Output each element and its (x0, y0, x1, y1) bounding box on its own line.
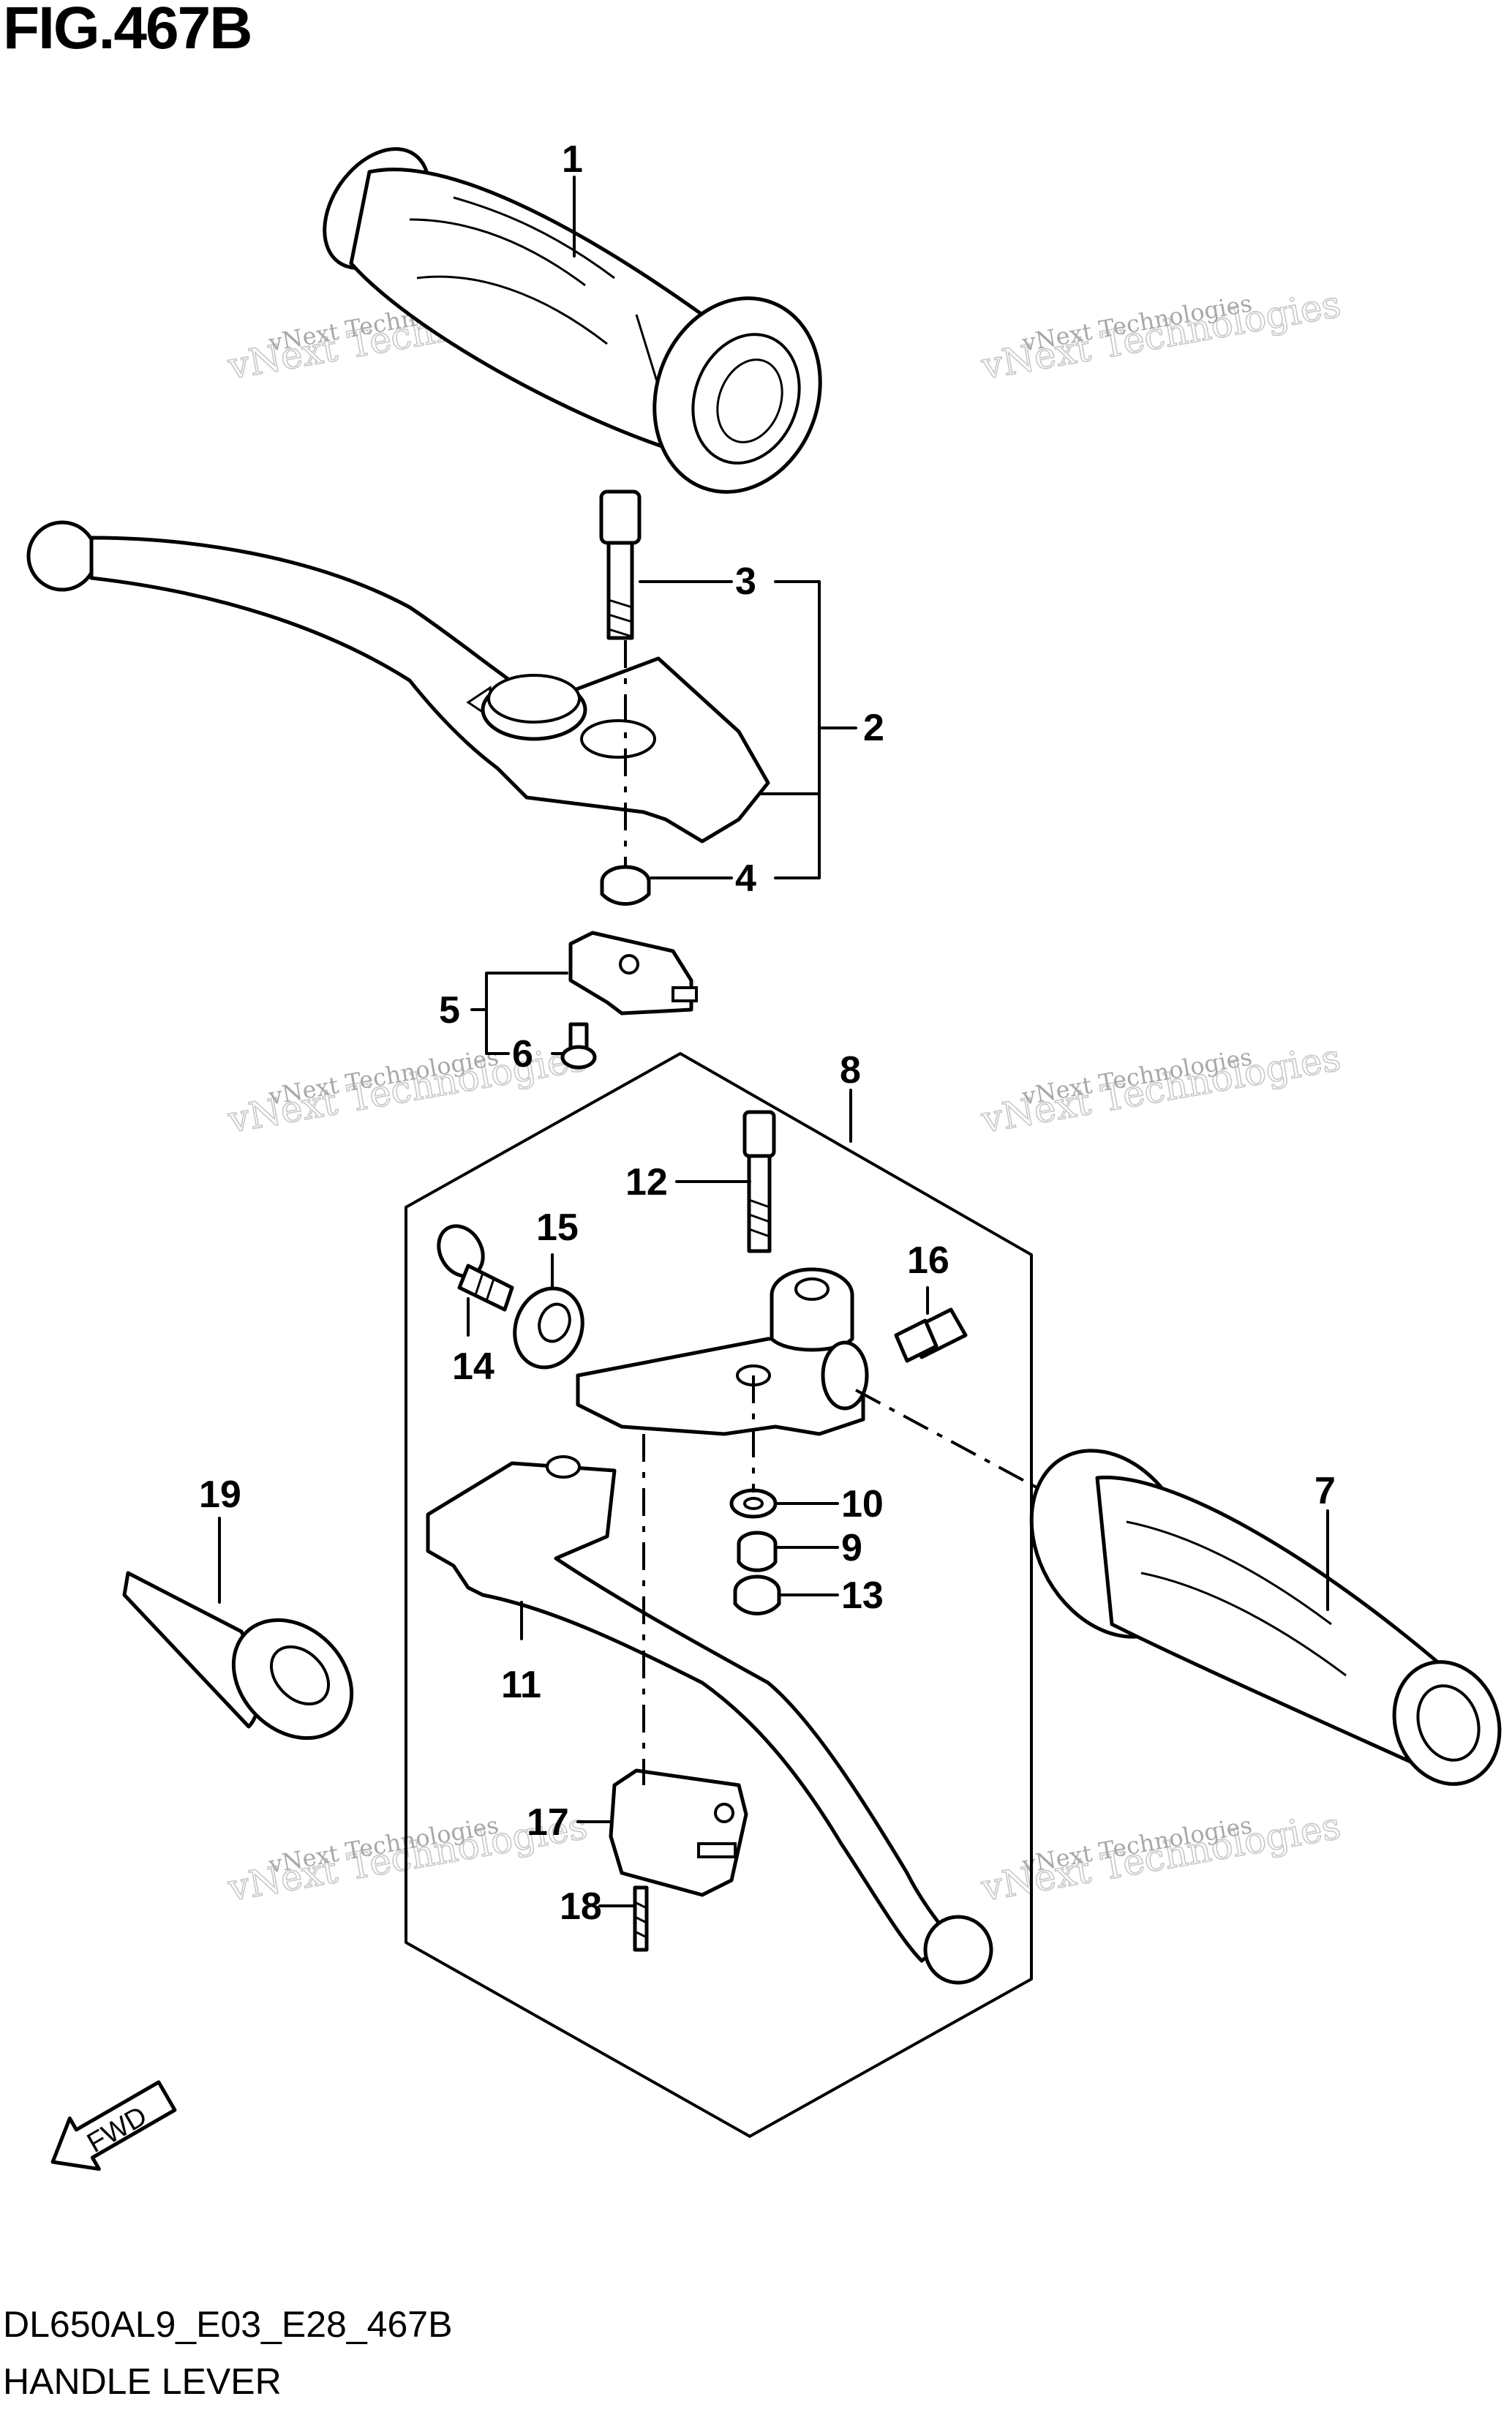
callout-10: 10 (841, 1483, 884, 1525)
adjuster-ring-drawing (513, 1286, 584, 1370)
assembly-boundary (405, 1052, 1033, 2138)
grip-throttle-drawing (323, 147, 822, 494)
switch-screw-drawing (560, 1022, 597, 1070)
pivot-bolt-drawing (742, 1110, 776, 1253)
callout-12: 12 (625, 1161, 668, 1204)
lever-pivot-bolt-drawing (599, 489, 642, 640)
callout-15: 15 (536, 1206, 579, 1249)
callout-8: 8 (840, 1049, 861, 1092)
nut-drawing (733, 1574, 781, 1615)
clutch-switch-drawing (609, 1768, 748, 1897)
callout-labels: 1 2 3 4 5 6 7 8 9 10 11 12 13 14 15 16 1… (199, 138, 1336, 1928)
lever-holder-drawing (576, 1267, 869, 1436)
callout-16: 16 (907, 1239, 949, 1282)
holder-bolt-drawing (894, 1307, 968, 1363)
watermark-group: vNext Technologies vNext Technologies vN… (224, 282, 1344, 1910)
callout-14: 14 (452, 1345, 494, 1388)
callout-6: 6 (512, 1033, 533, 1075)
callout-9: 9 (841, 1527, 862, 1569)
callout-19: 19 (199, 1473, 241, 1516)
clutch-lever-drawing (426, 1455, 993, 1985)
figure-title: FIG.467B (3, 0, 252, 61)
collar-drawing (737, 1531, 778, 1572)
callout-2: 2 (863, 707, 884, 749)
callout-17: 17 (527, 1801, 569, 1844)
callout-13: 13 (841, 1574, 884, 1617)
brake-light-switch-drawing (568, 931, 698, 1015)
center-line (855, 1389, 1047, 1494)
callout-5: 5 (439, 989, 460, 1032)
leader-lines (218, 176, 1329, 1907)
brake-lever-drawing (26, 520, 770, 844)
lever-cover-drawing (122, 1571, 354, 1741)
callout-3: 3 (735, 560, 756, 603)
callout-1: 1 (562, 138, 583, 181)
callout-11: 11 (501, 1664, 541, 1706)
callout-18: 18 (560, 1885, 602, 1928)
drawing-code: DL650AL9_E03_E28_467B (3, 2304, 453, 2345)
fwd-direction-arrow: FWD (50, 2080, 177, 2171)
grip-left-drawing (1029, 1449, 1502, 1786)
lever-nut-drawing (600, 865, 651, 906)
callout-4: 4 (735, 857, 756, 900)
adjuster-bolt-drawing (437, 1224, 514, 1312)
callout-7: 7 (1314, 1470, 1336, 1512)
washer-drawing (729, 1488, 778, 1519)
switch-screw-18-drawing (633, 1885, 649, 1952)
section-name: HANDLE LEVER (3, 2361, 282, 2402)
